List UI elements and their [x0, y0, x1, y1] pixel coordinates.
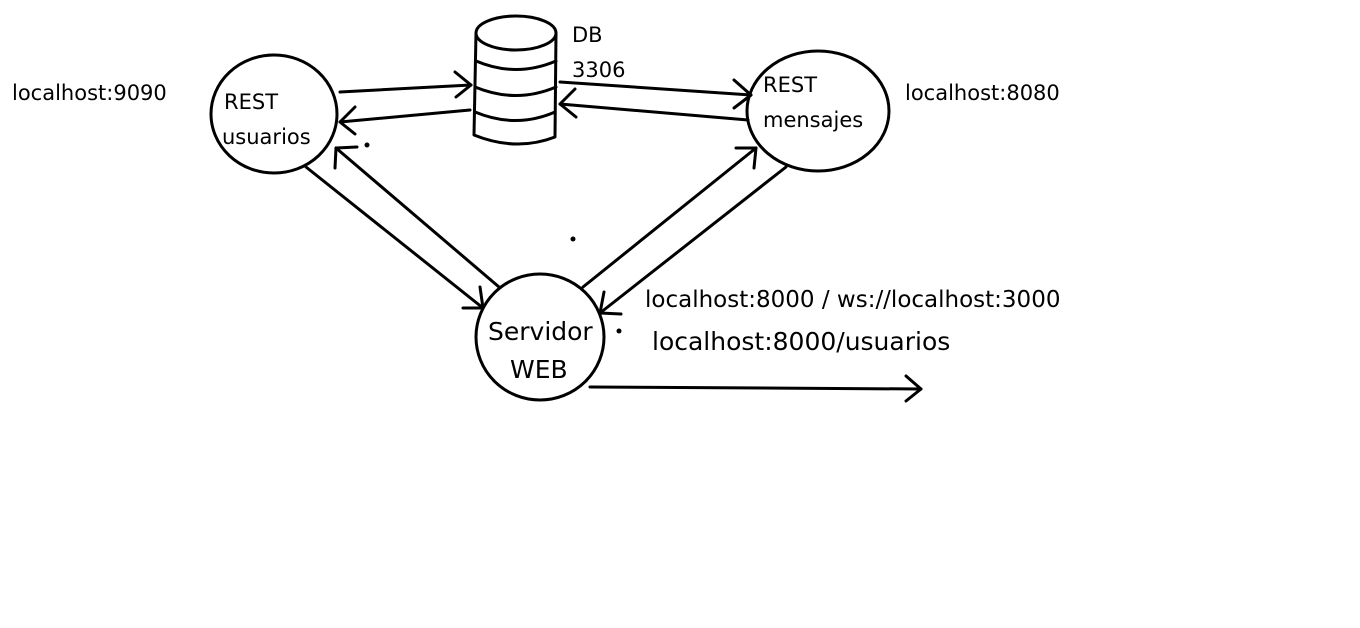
rest-usuarios-label-line1: REST: [224, 90, 279, 114]
servidor-web-label-line2: WEB: [510, 355, 568, 384]
rest-mensajes-node: [745, 49, 891, 173]
rest-mensajes-address: localhost:8080: [905, 81, 1060, 105]
rest-mensajes-label-line2: mensajes: [763, 108, 864, 132]
database-cylinder-icon: [472, 14, 558, 146]
db-label-line2: 3306: [572, 58, 626, 82]
servidor-web-address-2: localhost:8000/usuarios: [652, 327, 951, 356]
arrow-web-to-mensajes: [581, 146, 758, 289]
stray-dots: [364, 142, 622, 334]
arrow-usuarios-to-web: [304, 165, 485, 310]
rest-mensajes-label-line1: REST: [763, 73, 818, 97]
servidor-web-node: [474, 272, 606, 402]
rest-usuarios-address: localhost:9090: [12, 81, 167, 105]
arrow-db-to-usuarios: [338, 105, 472, 136]
db-label-line1: DB: [572, 23, 603, 47]
arrow-usuarios-to-db: [338, 70, 473, 99]
arrow-web-to-usuarios: [333, 145, 501, 289]
servidor-web-label-line1: Servidor: [488, 317, 593, 346]
rest-usuarios-label-line2: usuarios: [222, 125, 311, 149]
servidor-web-address-1: localhost:8000 / ws://localhost:3000: [645, 287, 1061, 313]
arrow-mensajes-to-web: [598, 165, 788, 316]
arrow-web-output: [588, 374, 923, 403]
arrow-mensajes-to-db: [558, 87, 750, 122]
arrow-db-to-mensajes: [558, 78, 753, 110]
rest-usuarios-node: [209, 53, 339, 175]
